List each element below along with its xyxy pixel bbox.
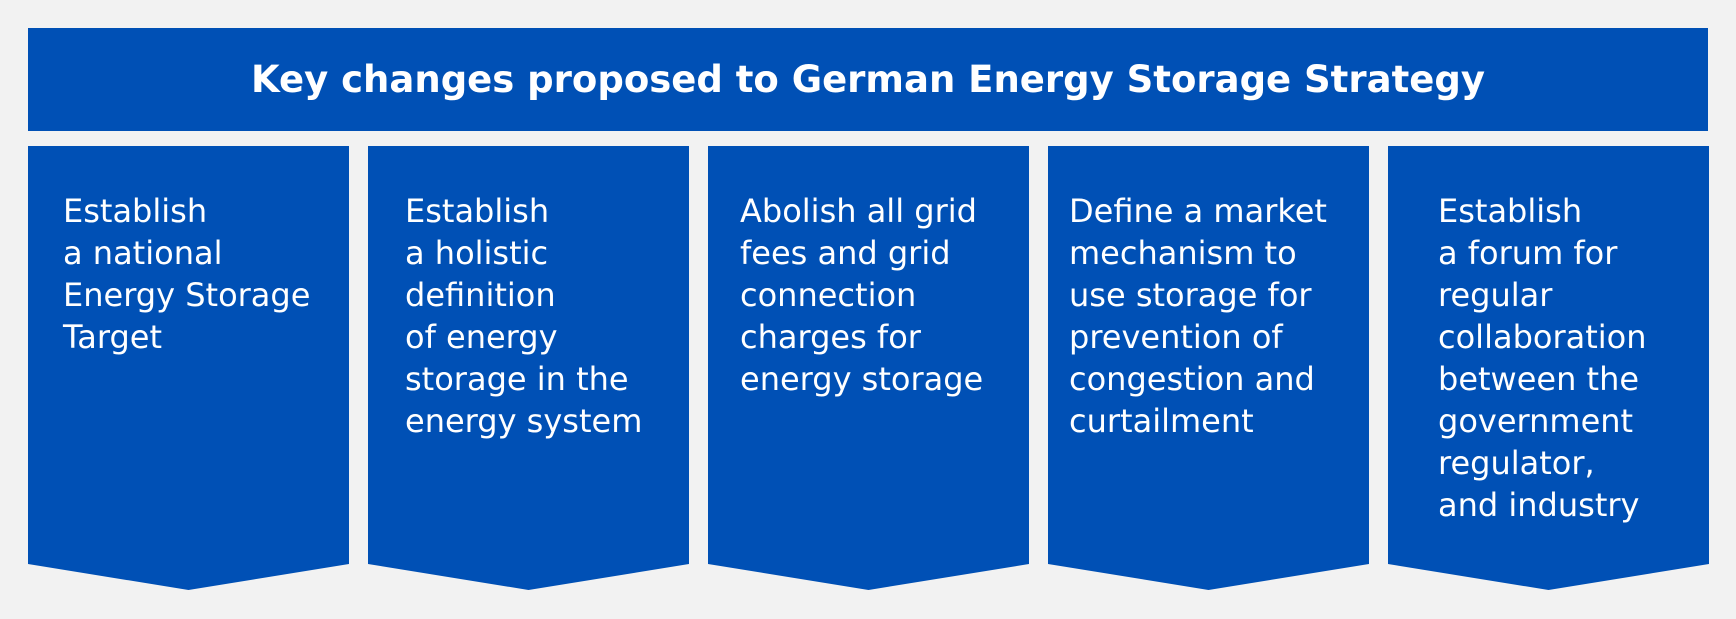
- column-abolish-grid-fees: Abolish all grid fees and grid connectio…: [708, 146, 1029, 590]
- column-text: Define a market mechanism to use storage…: [1069, 192, 1327, 440]
- column-text: Establish a forum for regular collaborat…: [1438, 192, 1647, 524]
- column-text: Establish a national Energy Storage Targ…: [63, 192, 311, 356]
- column-national-storage-target: Establish a national Energy Storage Targ…: [28, 146, 349, 590]
- column-market-mechanism: Define a market mechanism to use storage…: [1048, 146, 1369, 590]
- column-collaboration-forum: Establish a forum for regular collaborat…: [1388, 146, 1709, 590]
- column-holistic-definition: Establish a holistic definition of energ…: [368, 146, 689, 590]
- diagram-title: Key changes proposed to German Energy St…: [251, 58, 1485, 101]
- column-text: Abolish all grid fees and grid connectio…: [740, 192, 984, 398]
- diagram-header: Key changes proposed to German Energy St…: [28, 28, 1708, 131]
- column-text: Establish a holistic definition of energ…: [405, 192, 643, 440]
